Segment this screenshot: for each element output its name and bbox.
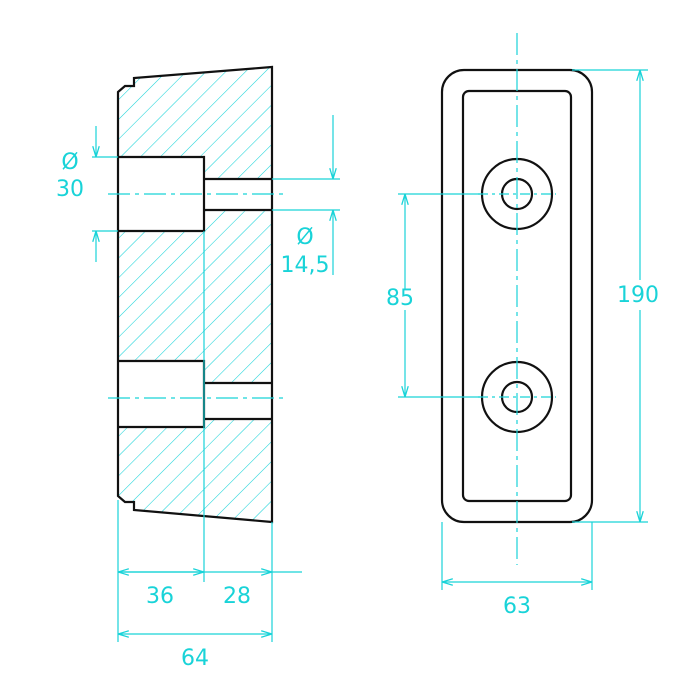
dim-diameter-30-value: 30 xyxy=(56,177,84,202)
dim-hole-spacing-85: 85 xyxy=(386,193,480,398)
dim-depth-28-value: 28 xyxy=(223,584,251,609)
dim-height-190-value: 190 xyxy=(617,283,659,308)
dim-depth-36: 36 xyxy=(117,231,205,642)
dim-diameter-30-symbol: Ø xyxy=(61,150,78,175)
dim-thickness-64-value: 64 xyxy=(181,646,209,671)
dim-height-190: 190 xyxy=(572,69,659,523)
dim-depth-28: 28 xyxy=(204,522,302,642)
lower-counterbore xyxy=(118,359,206,429)
dim-hole-spacing-85-value: 85 xyxy=(386,286,414,311)
upper-counterbore xyxy=(118,155,206,233)
dim-diameter-14-5-symbol: Ø xyxy=(296,225,313,250)
front-view: 85 190 63 xyxy=(386,33,659,619)
section-view: Ø 30 Ø 14,5 36 28 64 xyxy=(56,65,340,671)
dim-diameter-30: Ø 30 xyxy=(56,126,118,262)
dim-diameter-14-5-value: 14,5 xyxy=(281,253,330,278)
dim-thickness-64: 64 xyxy=(118,634,272,671)
dim-width-63: 63 xyxy=(441,522,593,619)
lower-through-hole xyxy=(204,381,272,421)
dim-depth-36-value: 36 xyxy=(146,584,174,609)
dim-diameter-14-5: Ø 14,5 xyxy=(272,115,340,278)
section-hatch-area xyxy=(118,67,272,522)
upper-through-hole xyxy=(204,177,272,212)
dim-width-63-value: 63 xyxy=(503,594,531,619)
